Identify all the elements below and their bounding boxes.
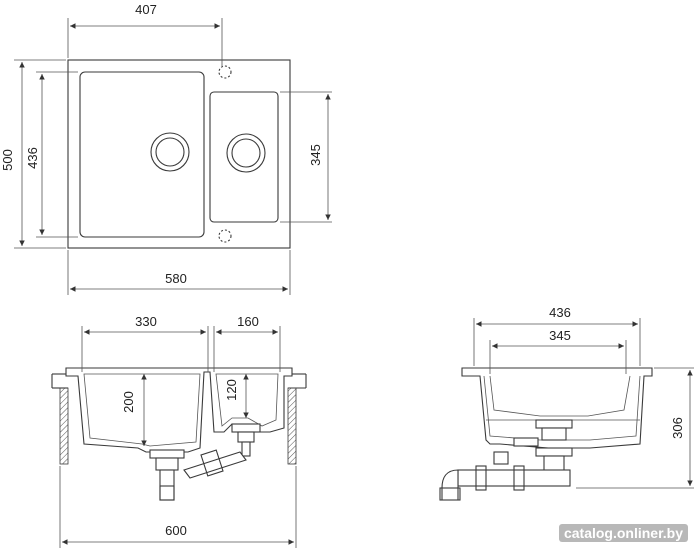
top-view: 407 500 436 345 580 — [0, 2, 332, 295]
side-drain-fitting-bottom — [535, 447, 573, 457]
drain-small-inner — [231, 138, 261, 168]
tap-hole-top — [218, 65, 232, 79]
watermark: catalog.onliner.by — [558, 524, 688, 542]
connecting-pipe — [183, 451, 247, 479]
cabinet-wall-right — [287, 387, 297, 465]
sink-outline — [67, 59, 291, 249]
drain-pipe-large — [159, 469, 175, 501]
dim-label-407: 407 — [135, 2, 157, 17]
dim-label-345-side: 345 — [549, 328, 571, 343]
dim-label-120: 120 — [224, 379, 239, 401]
dim-label-306: 306 — [670, 417, 685, 439]
tap-hole-bottom — [218, 229, 232, 243]
side-drain-fitting-top — [535, 419, 573, 429]
dim-label-436-side: 436 — [549, 305, 571, 320]
drain-fitting-small — [231, 423, 261, 433]
drain-large-inner — [155, 137, 185, 167]
dim-label-600: 600 — [165, 523, 187, 538]
side-trap-elbow — [441, 469, 459, 501]
front-section-view: 330 160 200 120 600 — [51, 314, 307, 548]
dim-label-436-top: 436 — [25, 147, 40, 169]
dim-label-200: 200 — [121, 391, 136, 413]
dim-label-160: 160 — [237, 314, 259, 329]
side-section-view: 436 345 306 — [439, 305, 694, 501]
dim-label-500: 500 — [0, 149, 15, 171]
drain-large-outer — [150, 132, 190, 172]
drain-fitting-large — [149, 449, 185, 459]
large-bowl — [79, 71, 205, 238]
dim-label-580: 580 — [165, 271, 187, 286]
cabinet-wall-left — [59, 387, 69, 465]
small-bowl — [209, 91, 279, 223]
drain-small-outer — [226, 133, 266, 173]
sink-body-outer — [65, 367, 293, 453]
dim-label-330: 330 — [135, 314, 157, 329]
dim-label-345-top: 345 — [308, 144, 323, 166]
